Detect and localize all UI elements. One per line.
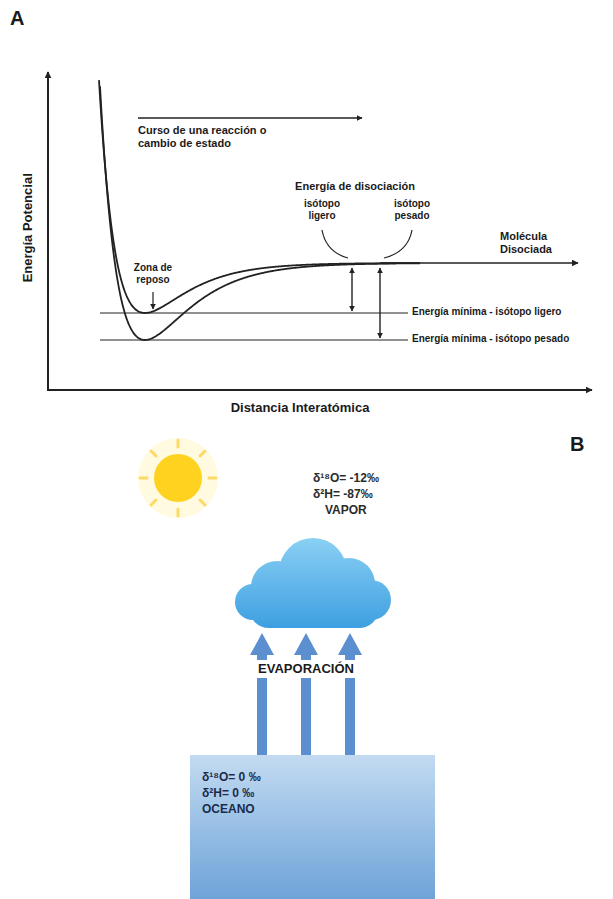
morse-curve bbox=[99, 80, 420, 313]
bracket bbox=[384, 230, 412, 258]
isotope-label: isótopo pesado bbox=[380, 198, 444, 222]
dissociation-arrow bbox=[379, 268, 380, 338]
isotope-value: VAPOR bbox=[325, 502, 395, 518]
isotope-value: δ¹⁸O= -12‰ bbox=[313, 470, 395, 486]
min-energy-label: Energía mínima - isótopo ligero bbox=[412, 306, 610, 318]
isotope-label: isótopo ligero bbox=[290, 198, 354, 222]
y-axis bbox=[47, 72, 49, 391]
isotope-value: OCEANO bbox=[202, 801, 425, 817]
dissociated-label: Molécula Disociada bbox=[500, 230, 600, 256]
isotope-value: δ²H= -87‰ bbox=[313, 486, 395, 502]
sun bbox=[138, 438, 218, 518]
isotope-value: δ¹⁸O= 0 ‰ bbox=[202, 769, 425, 785]
node-text: δ¹⁸O= -12‰δ²H= -87‰VAPOR bbox=[225, 470, 395, 519]
rest-arrow bbox=[152, 292, 153, 309]
min-energy-label: Energía mínima - isótopo pesado bbox=[412, 333, 610, 345]
axis-title: Energía Potencial bbox=[20, 148, 36, 308]
process-label: EVAPORACIÓN bbox=[236, 660, 376, 678]
vapor-cloud: δ¹⁸O= -12‰δ²H= -87‰VAPOR bbox=[225, 470, 395, 630]
dissociated-arrow bbox=[380, 262, 578, 264]
panel-letter: A bbox=[10, 6, 40, 30]
isotope-value: δ²H= 0 ‰ bbox=[202, 785, 425, 801]
panel-letter: B bbox=[570, 432, 600, 456]
min-energy-line bbox=[100, 339, 408, 340]
reaction-note: Curso de una reacción o cambio de estado bbox=[138, 124, 284, 150]
bracket bbox=[322, 230, 348, 258]
reaction-arrow bbox=[138, 117, 362, 119]
dissociation-label: Energía de disociación bbox=[280, 180, 430, 193]
axis-title: Distancia Interatómica bbox=[150, 400, 450, 416]
ocean-band: δ¹⁸O= 0 ‰δ²H= 0 ‰OCEANO bbox=[190, 755, 435, 899]
potential-curves bbox=[99, 80, 420, 340]
cloud-shape bbox=[225, 532, 395, 630]
min-energy-line bbox=[100, 312, 408, 313]
dissociation-arrow bbox=[351, 268, 352, 311]
rest-zone-label: Zona de reposo bbox=[124, 262, 182, 286]
node-text: δ¹⁸O= 0 ‰δ²H= 0 ‰OCEANO bbox=[190, 755, 435, 828]
x-axis bbox=[47, 389, 592, 391]
morse-curve bbox=[100, 86, 420, 340]
